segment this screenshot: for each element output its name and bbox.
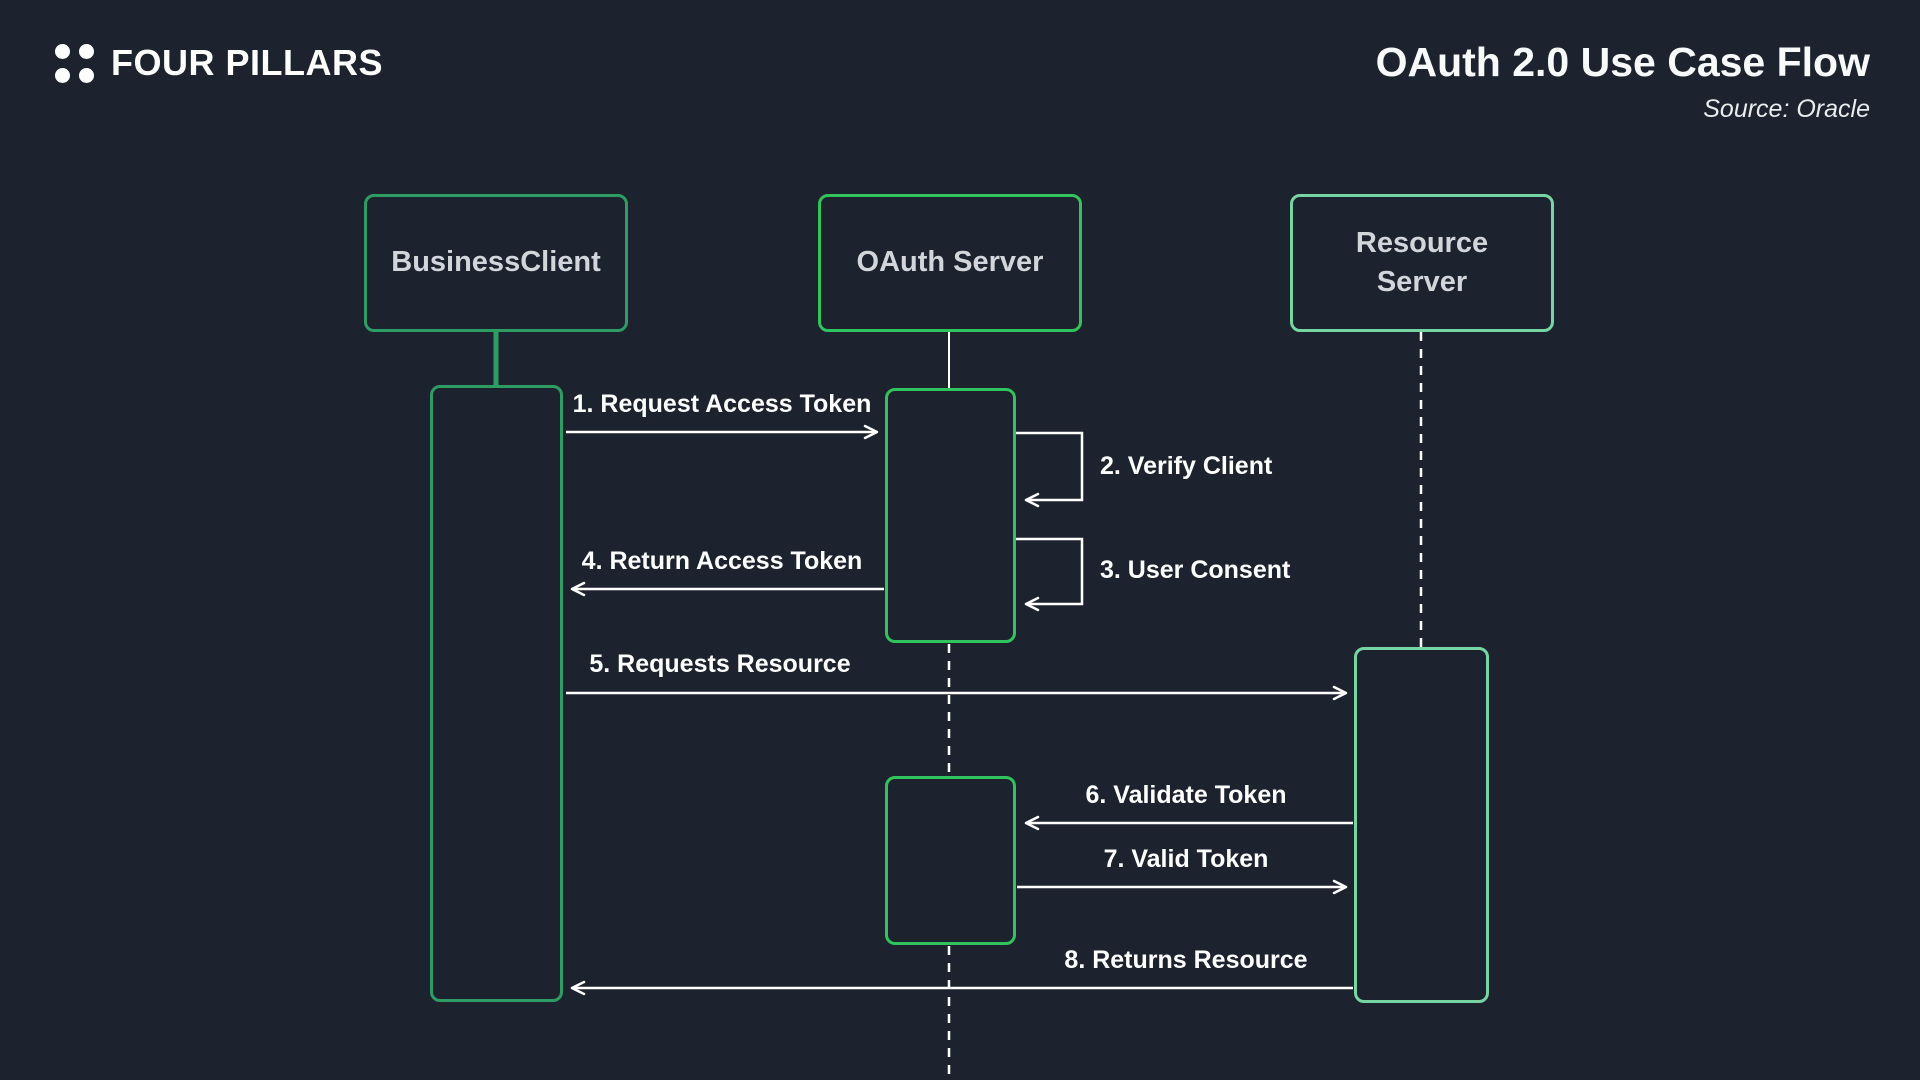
actor-label: Resource Server — [1355, 226, 1489, 298]
message-1-label: 1. Request Access Token — [572, 390, 872, 418]
page-title: OAuth 2.0 Use Case Flow — [1375, 39, 1870, 85]
actor-resource-server: Resource Server — [1290, 194, 1554, 332]
activation-oauth-server-1 — [885, 388, 1016, 643]
message-2-self-loop-arrow — [1016, 431, 1084, 508]
logo-dot — [55, 67, 70, 83]
actor-business-client: BusinessClient — [364, 194, 628, 332]
actor-label: BusinessClient — [391, 246, 601, 279]
title-block: OAuth 2.0 Use Case Flow Source: Oracle — [1375, 39, 1870, 124]
logo-dot — [55, 43, 70, 59]
message-3-self-loop-arrow — [1016, 537, 1084, 612]
message-8-label: 8. Returns Resource — [1064, 946, 1308, 974]
four-dots-logo-icon — [55, 43, 94, 83]
activation-oauth-server-2 — [885, 776, 1016, 945]
activation-resource-server — [1354, 647, 1489, 1003]
message-4-label: 4. Return Access Token — [581, 547, 863, 575]
message-7-label: 7. Valid Token — [1103, 845, 1269, 873]
actor-label: OAuth Server — [856, 246, 1044, 279]
message-3-label: 3. User Consent — [1100, 556, 1291, 584]
source-attribution: Source: Oracle — [1703, 95, 1870, 124]
message-2-label: 2. Verify Client — [1100, 452, 1273, 480]
activation-business-client — [430, 385, 563, 1002]
actor-oauth-server: OAuth Server — [818, 194, 1082, 332]
logo-dot — [79, 43, 94, 59]
brand-name: FOUR PILLARS — [111, 42, 383, 83]
message-5-label: 5. Requests Resource — [589, 650, 851, 678]
message-6-label: 6. Validate Token — [1085, 781, 1287, 809]
brand-logo: FOUR PILLARS — [55, 42, 383, 84]
logo-dot — [79, 67, 94, 83]
